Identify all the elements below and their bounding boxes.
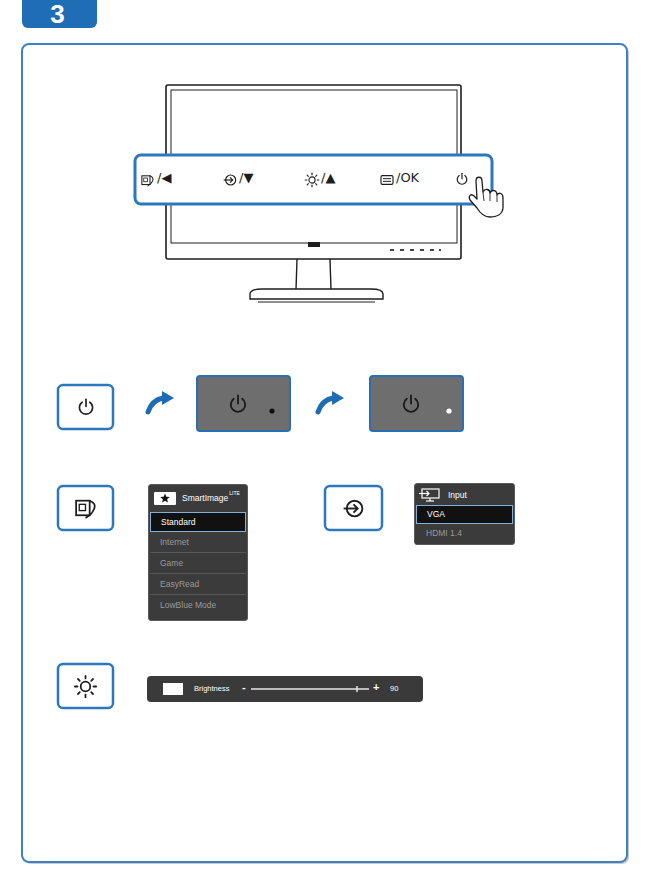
slider-minus: - <box>242 681 246 694</box>
menu-title: Input <box>448 490 467 500</box>
button-label: /◀ <box>157 170 171 186</box>
menu-item: Game <box>150 554 246 574</box>
slider-decoration <box>147 676 423 702</box>
menu-item-label: HDMI 1.4 <box>426 525 462 541</box>
button-label: /OK <box>396 170 419 186</box>
smartimage-menu: SmartImageLITE StandardInternetGameEasyRe… <box>148 484 248 621</box>
button-label: /▼ <box>239 170 253 186</box>
menu-item-selected: VGA <box>416 505 513 524</box>
menu-title: SmartImage <box>182 493 228 503</box>
menu-item-label: Standard <box>161 513 196 531</box>
menu-item-label: Game <box>160 554 183 572</box>
button-strip: /◀ /▼ /▲ /OK <box>135 155 492 204</box>
menu-item: Internet <box>150 533 246 553</box>
setting-value: 90 <box>390 684 398 693</box>
menu-title-superscript: LITE <box>229 490 240 496</box>
button-label: /▲ <box>321 170 335 186</box>
setting-name: Brightness <box>194 684 229 693</box>
step-number-tab: 3 <box>22 0 97 28</box>
menu-item-selected: Standard <box>150 512 246 532</box>
step-number: 3 <box>22 0 93 29</box>
menu-item: LowBlue Mode <box>150 596 246 616</box>
input-menu: InputVGA HDMI 1.4 <box>414 483 515 545</box>
menu-item-label: LowBlue Mode <box>160 596 216 614</box>
menu-item-label: Internet <box>160 533 189 551</box>
brightness-bar: Brightness - +90 <box>147 676 423 702</box>
menu-item: EasyRead <box>150 575 246 595</box>
menu-item-label: VGA <box>427 506 445 523</box>
menu-item: HDMI 1.4 <box>416 525 513 543</box>
menu-item-label: EasyRead <box>160 575 199 593</box>
slider-plus: + <box>373 681 379 694</box>
